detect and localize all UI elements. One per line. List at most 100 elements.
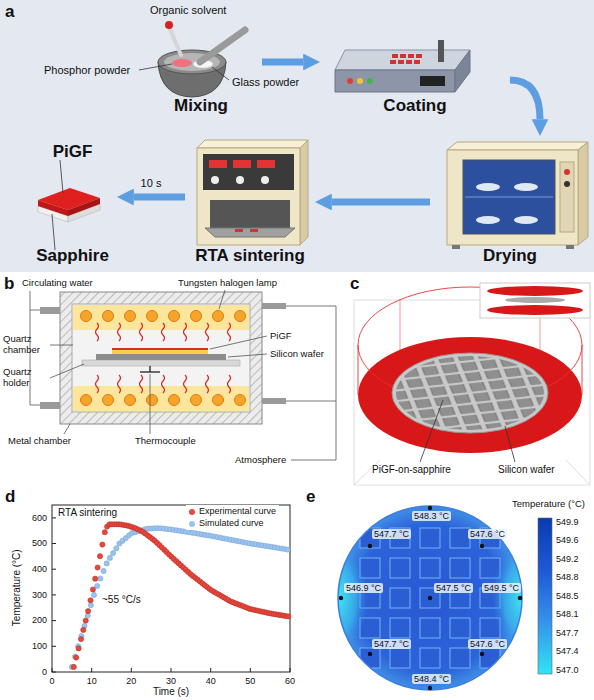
mortar-icon xyxy=(200,30,245,62)
part-label: ~55 °C/s xyxy=(102,594,141,606)
tick-label: 60 xyxy=(285,676,295,686)
temperature-map xyxy=(368,544,372,548)
tick-label: 0 xyxy=(42,667,47,677)
rta-chamber-drawing xyxy=(30,310,40,405)
rta-furnace-icon xyxy=(197,140,308,245)
experimental-point xyxy=(90,587,95,592)
oven-icon xyxy=(452,245,460,249)
oven-icon xyxy=(463,160,555,234)
oven-icon xyxy=(578,142,588,245)
oven-icon xyxy=(514,183,538,191)
temperature-map xyxy=(428,596,432,600)
temperature-callout: 547.5 °C xyxy=(434,583,473,593)
rta-chamber-drawing xyxy=(191,395,202,406)
coater-icon xyxy=(414,60,420,64)
part-label: Circulating water xyxy=(22,278,93,289)
simulated-point xyxy=(98,576,103,581)
rta-furnace-icon xyxy=(233,160,251,168)
temperature-callout: 549.5 °C xyxy=(482,583,521,593)
colorbar-label: 549.2 xyxy=(556,554,579,564)
simulated-point xyxy=(88,603,93,608)
temperature-callout: 546.9 °C xyxy=(344,583,383,593)
oven-icon xyxy=(514,216,538,224)
rta-chamber-drawing xyxy=(235,311,246,322)
coater-icon xyxy=(420,76,445,86)
rta-chamber-drawing xyxy=(147,395,158,406)
pigf-slab-icon xyxy=(60,160,63,193)
experimental-point xyxy=(102,530,107,535)
panel-ground: aMixingCoatingDryingRTA sinteringPiGFSap… xyxy=(0,0,594,272)
simulated-point xyxy=(114,546,119,551)
temperature-map xyxy=(339,596,343,600)
rta-chamber-drawing xyxy=(40,307,60,314)
rta-chamber-drawing xyxy=(210,336,267,349)
model-drawing xyxy=(487,305,583,315)
temperature-map xyxy=(538,518,552,674)
rta-chamber-drawing xyxy=(30,290,336,460)
temperature-callout: 547.7 °C xyxy=(372,639,411,649)
temperature-map xyxy=(428,686,432,690)
experimental-point xyxy=(71,664,76,669)
rta-chamber-drawing xyxy=(112,348,208,350)
legend-entry: Experimental curve xyxy=(189,506,276,518)
model-drawing xyxy=(487,286,583,296)
experimental-point xyxy=(93,576,98,581)
tick-label: 10 xyxy=(87,676,97,686)
model-drawing xyxy=(582,345,583,395)
tick-label: 20 xyxy=(126,676,136,686)
experimental-point xyxy=(285,614,290,619)
rta-chamber-drawing xyxy=(262,303,286,309)
rta-chamber-drawing xyxy=(81,311,246,406)
rta-chamber-drawing xyxy=(96,354,226,360)
part-label: PiGF xyxy=(270,331,292,342)
axis-title: Temperature (°C) xyxy=(10,550,22,627)
temperature-map xyxy=(338,506,522,690)
rta-chamber-drawing xyxy=(125,395,136,406)
rta-chamber-drawing xyxy=(50,364,84,378)
temperature-callout: 548.3 °C xyxy=(412,511,451,521)
rta-chamber-drawing xyxy=(82,360,240,366)
tick-label: 0 xyxy=(50,676,55,686)
model-drawing xyxy=(351,331,588,454)
oven-icon xyxy=(560,162,574,232)
rta-furnace-icon xyxy=(236,176,244,184)
rta-chamber-drawing xyxy=(30,291,40,310)
part-label: Phosphor powder xyxy=(44,64,130,77)
panel-letter: c xyxy=(350,274,359,294)
rta-chamber-drawing xyxy=(72,304,250,412)
simulated-point xyxy=(107,555,112,560)
rta-chamber-drawing xyxy=(73,386,249,411)
tick-label: 600 xyxy=(32,513,47,523)
temperature-callout: 548.4 °C xyxy=(412,674,451,684)
panel-letter: b xyxy=(4,274,14,294)
rta-chamber-drawing xyxy=(286,306,336,460)
coater-icon xyxy=(335,40,470,92)
colorbar-label: 547.4 xyxy=(556,646,579,656)
tick-label: 30 xyxy=(166,676,176,686)
colorbar-label: 547.0 xyxy=(556,665,579,675)
part-label: Glass powder xyxy=(232,76,299,89)
coater-icon xyxy=(347,78,353,84)
rta-furnace-icon xyxy=(235,229,243,232)
temperature-map xyxy=(368,652,372,656)
experimental-point xyxy=(78,637,83,642)
rta-chamber-drawing xyxy=(286,401,336,402)
simulated-point xyxy=(111,551,116,556)
coater-icon xyxy=(400,54,406,58)
oven-icon xyxy=(447,150,578,245)
coater-icon xyxy=(357,78,363,84)
part-label: Organic solvent xyxy=(150,4,226,17)
temperature-map xyxy=(308,506,552,690)
rta-chamber-drawing xyxy=(169,311,180,322)
part-label: Quartz chamber xyxy=(3,334,49,356)
node-text: RTA sintering xyxy=(190,244,310,268)
axis-title: Time (s) xyxy=(153,686,189,698)
coater-icon xyxy=(398,60,404,64)
oven-icon xyxy=(476,216,500,224)
rta-furnace-icon xyxy=(261,176,269,184)
part-label: PiGF-on-sapphire xyxy=(372,464,451,476)
oven-icon xyxy=(564,169,570,175)
experimental-point xyxy=(76,646,81,651)
edge-label: 10 s xyxy=(139,177,164,190)
mortar-icon xyxy=(170,29,181,55)
